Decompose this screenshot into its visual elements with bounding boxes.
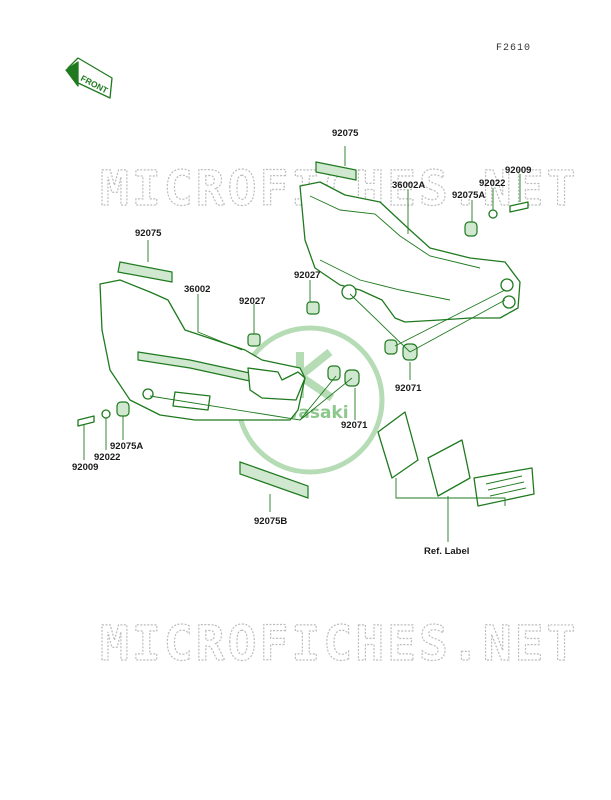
watermark-bottom: MICROFICHES.NET: [100, 616, 578, 672]
label-92022-left: 92022: [94, 452, 120, 463]
washer-92022-left: [101, 409, 111, 419]
bolt-92009-left: [77, 415, 95, 427]
label-36002A: 36002A: [392, 180, 425, 191]
grommet-92071-left: [327, 365, 360, 387]
label-36002: 36002: [184, 284, 210, 295]
label-92071-left: 92071: [341, 420, 368, 431]
label-92009-right: 92009: [505, 165, 531, 176]
collar-92027-left: [247, 333, 261, 347]
label-92027-right: 92027: [294, 270, 320, 281]
sticker-labels: [377, 411, 535, 507]
leader-lines: [83, 146, 521, 542]
label-92075A-right: 92075A: [452, 190, 485, 201]
diagram-code: F2610: [496, 43, 531, 54]
grommet-92075A-right: [464, 221, 478, 237]
pad-92075B: [239, 461, 309, 499]
right-side-cover: [299, 181, 521, 323]
pad-92075-right: [315, 161, 357, 181]
label-92027-left: 92027: [239, 296, 265, 307]
label-ref-label: Ref. Label: [424, 546, 469, 557]
label-92071-right: 92071: [395, 383, 422, 394]
label-92075-left: 92075: [135, 228, 162, 239]
collar-92027-right: [306, 301, 320, 315]
pad-92075-left: [117, 261, 173, 283]
left-side-cover: [99, 279, 306, 421]
label-92009-left: 92009: [72, 462, 98, 473]
bolt-92009-right: [509, 201, 529, 213]
front-arrow-icon: FRONT: [65, 57, 113, 99]
label-92022-right: 92022: [479, 178, 505, 189]
label-92075-top: 92075: [332, 128, 359, 139]
grommet-92075A-left: [116, 401, 130, 417]
label-92075B: 92075B: [254, 516, 287, 527]
washer-92022-right: [488, 209, 498, 219]
label-92075A-left: 92075A: [110, 441, 143, 452]
